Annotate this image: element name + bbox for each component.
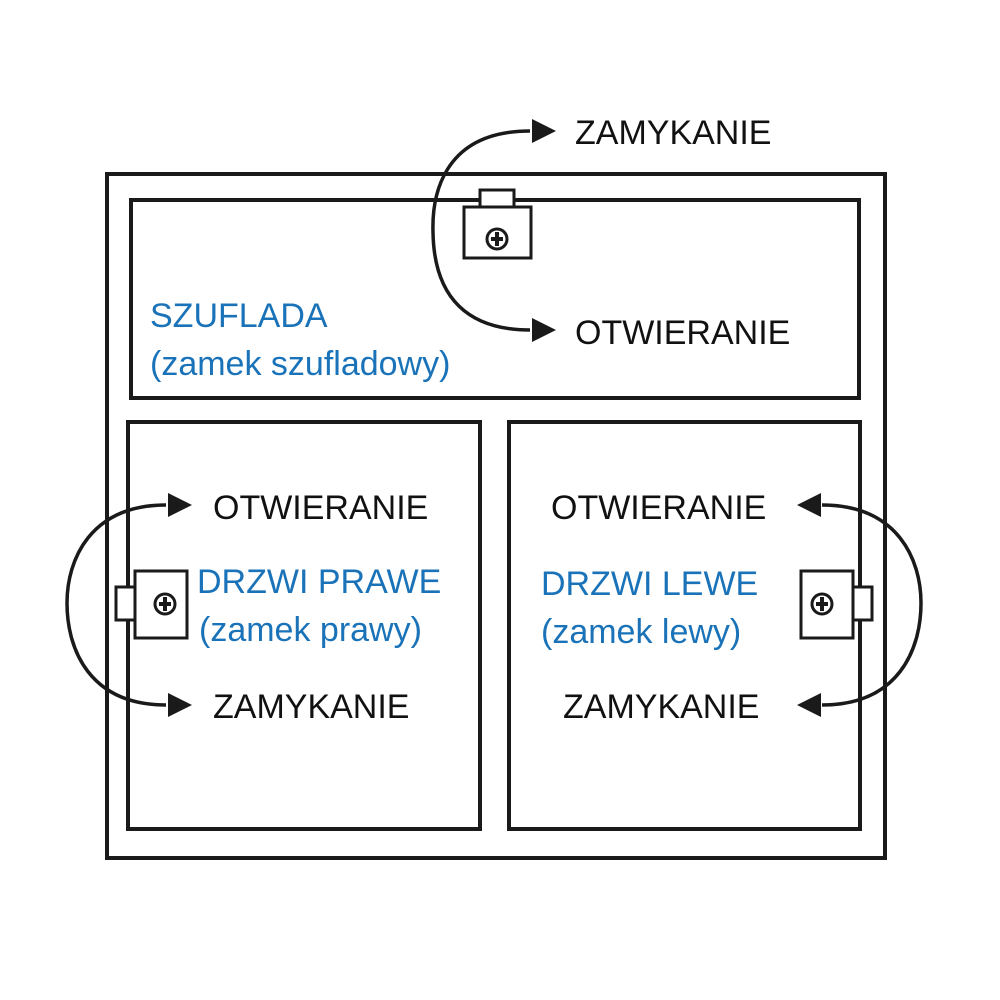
drawer-top-action: ZAMYKANIE xyxy=(575,114,771,152)
right-door-arrow-top xyxy=(168,493,192,517)
left-door-lock-icon xyxy=(799,569,874,640)
right-door-arrow-bottom xyxy=(168,693,192,717)
right-door-subtitle: (zamek prawy) xyxy=(199,611,422,649)
right-door-bottom-action: ZAMYKANIE xyxy=(213,688,409,726)
left-door-subtitle: (zamek lewy) xyxy=(541,613,741,651)
left-door-top-action: OTWIERANIE xyxy=(551,489,766,527)
drawer-arc xyxy=(431,129,531,332)
drawer-title: SZUFLADA xyxy=(150,297,328,335)
right-door-panel xyxy=(126,420,482,831)
drawer-lock-icon xyxy=(462,188,533,260)
right-door-title: DRZWI PRAWE xyxy=(197,563,441,601)
left-door-bottom-action: ZAMYKANIE xyxy=(563,688,759,726)
right-door-lock-icon xyxy=(114,569,189,640)
cabinet-frame xyxy=(105,172,887,860)
left-door-arrow-top xyxy=(797,493,821,517)
left-door-panel xyxy=(507,420,862,831)
left-door-title: DRZWI LEWE xyxy=(541,565,758,603)
left-door-arc xyxy=(821,503,923,707)
right-door-arc xyxy=(65,503,167,707)
left-door-arrow-bottom xyxy=(797,693,821,717)
right-door-top-action: OTWIERANIE xyxy=(213,489,428,527)
drawer-bottom-action: OTWIERANIE xyxy=(575,314,790,352)
drawer-subtitle: (zamek szufladowy) xyxy=(150,345,450,383)
drawer-arrow-top xyxy=(532,119,556,143)
drawer-arrow-bottom xyxy=(532,318,556,342)
